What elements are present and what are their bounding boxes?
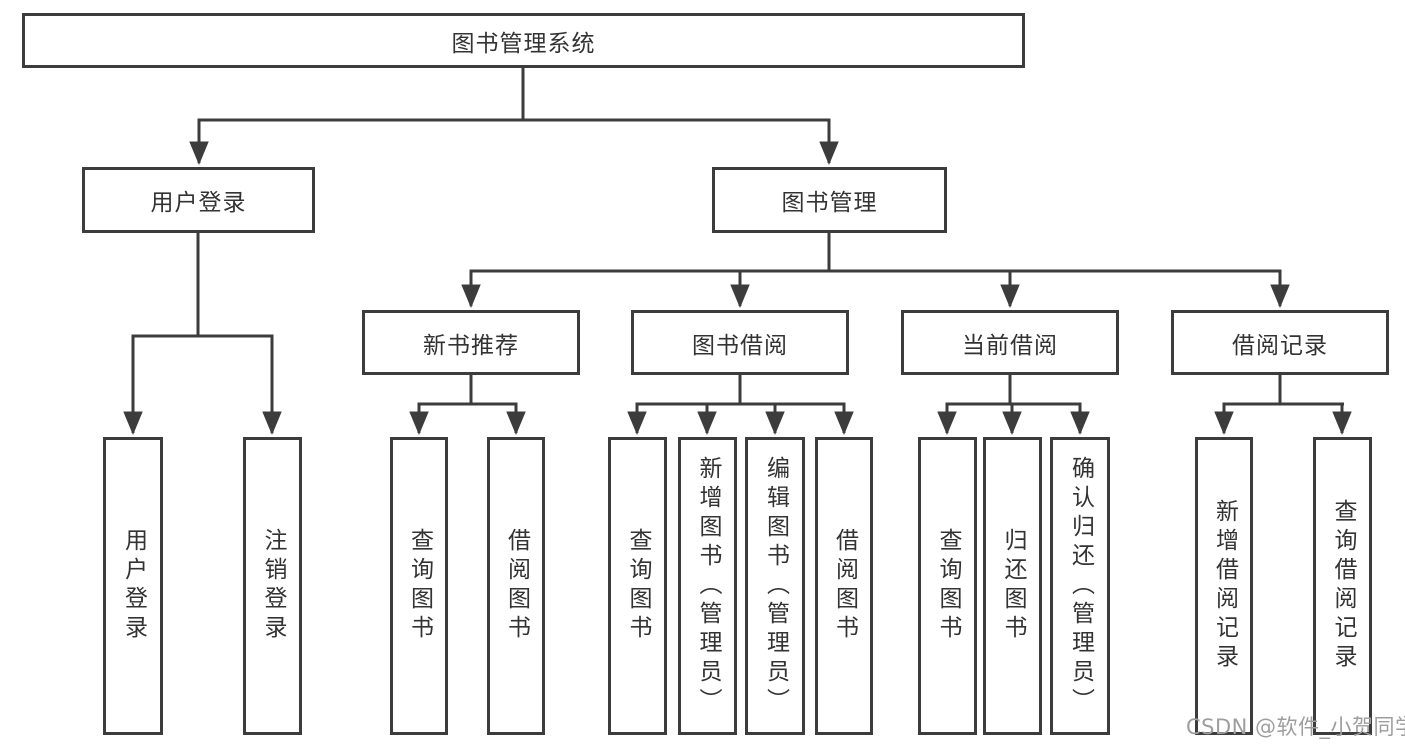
leaf-add-books-admin: 新增图书（管理员） [678,437,737,735]
connector-trunks [131,66,1344,406]
leaf-query-books-recommend: 查询图书 [390,437,448,735]
leaf-user-login-label: 用户登录 [120,528,147,644]
node-user-login: 用户登录 [82,167,315,233]
leaf-borrow-books-recommend-label: 借阅图书 [503,528,530,644]
leaf-borrow-books: 借阅图书 [815,437,873,735]
leaf-add-books-admin-label: 新增图书（管理员） [695,455,721,717]
leaf-add-borrow-record-label: 新增借阅记录 [1211,499,1238,673]
node-book-borrowing: 图书借阅 [631,310,849,375]
node-library-system: 图书管理系统 [22,13,1025,68]
node-borrowing-records: 借阅记录 [1171,310,1389,375]
leaf-return-books: 归还图书 [983,437,1042,735]
node-book-management: 图书管理 [712,167,947,233]
leaf-confirm-return-admin-label: 确认归还（管理员） [1067,455,1094,717]
leaf-query-borrow-record: 查询借阅记录 [1313,437,1372,735]
leaf-logout-label: 注销登录 [260,528,286,644]
leaf-query-books-current-label: 查询图书 [935,528,961,644]
leaf-add-borrow-record: 新增借阅记录 [1195,437,1253,735]
leaf-query-books-current: 查询图书 [918,437,977,735]
leaf-edit-books-admin-label: 编辑图书（管理员） [762,455,789,717]
leaf-query-books-recommend-label: 查询图书 [406,528,433,644]
leaf-user-login: 用户登录 [103,437,163,735]
watermark: CSDN @软件_小贺同学 [1186,715,1405,739]
leaf-borrow-books-recommend: 借阅图书 [487,437,545,735]
node-new-book-recommend: 新书推荐 [362,310,580,375]
leaf-logout: 注销登录 [243,437,302,735]
leaf-borrow-books-label: 借阅图书 [831,528,858,644]
node-current-borrowing: 当前借阅 [901,310,1119,375]
leaf-edit-books-admin: 编辑图书（管理员） [745,437,805,735]
leaf-query-books-borrowing: 查询图书 [608,437,667,735]
leaf-query-borrow-record-label: 查询借阅记录 [1330,499,1356,673]
leaf-return-books-label: 归还图书 [1000,528,1026,644]
leaf-query-books-borrowing-label: 查询图书 [625,528,651,644]
leaf-confirm-return-admin: 确认归还（管理员） [1050,437,1110,735]
